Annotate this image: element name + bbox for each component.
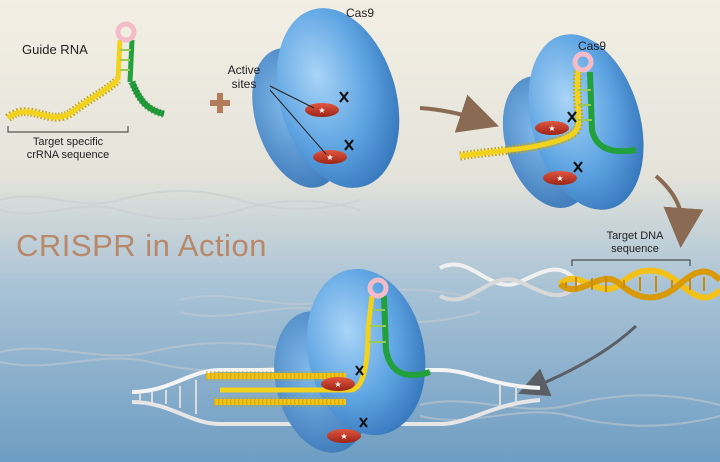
scissors-icon — [344, 139, 354, 151]
target-dna-label-line1: Target DNA — [606, 230, 664, 242]
scissors-icon — [355, 365, 364, 376]
cas9-protein-2: ★ ★ — [459, 34, 644, 210]
cas9-protein-1: ★ ★ — [252, 8, 400, 188]
svg-text:★: ★ — [326, 153, 333, 162]
active-site-1 — [305, 103, 339, 117]
active-site-5 — [321, 377, 355, 391]
cas9-label-2: Cas9 — [578, 39, 607, 53]
active-site-3 — [535, 121, 569, 135]
svg-text:★: ★ — [334, 380, 341, 389]
svg-text:★: ★ — [340, 432, 347, 441]
scissors-icon — [339, 91, 349, 103]
crrna-label-line2: crRNA sequence — [26, 148, 110, 161]
arrow-3 — [518, 324, 638, 397]
target-dna-bracket — [571, 259, 691, 266]
scissors-icon — [359, 417, 368, 428]
active-site-2 — [313, 150, 347, 164]
active-site-4 — [543, 171, 577, 185]
plus-sign — [210, 93, 230, 113]
active-site-6 — [327, 429, 361, 443]
target-dna-label: Target DNA sequence — [590, 230, 680, 255]
diagram-title: CRISPR in Action — [16, 228, 267, 263]
target-dna-label-line2: sequence — [611, 242, 659, 255]
svg-text:★: ★ — [318, 106, 325, 115]
arrow-2 — [654, 174, 704, 248]
cas9-dna-complex: ★ ★ — [131, 268, 541, 453]
target-dna-helix — [439, 262, 720, 302]
active-sites-pointers — [269, 85, 327, 155]
svg-text:★: ★ — [548, 124, 555, 133]
guide-rna-label: Guide RNA — [22, 42, 88, 57]
cas9-label-1: Cas9 — [346, 6, 375, 20]
active-sites-label: Active sites — [227, 63, 261, 91]
arrow-1 — [419, 94, 499, 133]
guide-rna — [5, 21, 166, 122]
scissors-icon — [567, 111, 577, 123]
crrna-label-line1: Target specific — [32, 136, 104, 148]
scissors-icon — [573, 161, 583, 173]
crrna-label: Target specific crRNA sequence — [12, 136, 124, 161]
crrna-bracket — [7, 126, 129, 133]
svg-text:★: ★ — [556, 174, 563, 183]
